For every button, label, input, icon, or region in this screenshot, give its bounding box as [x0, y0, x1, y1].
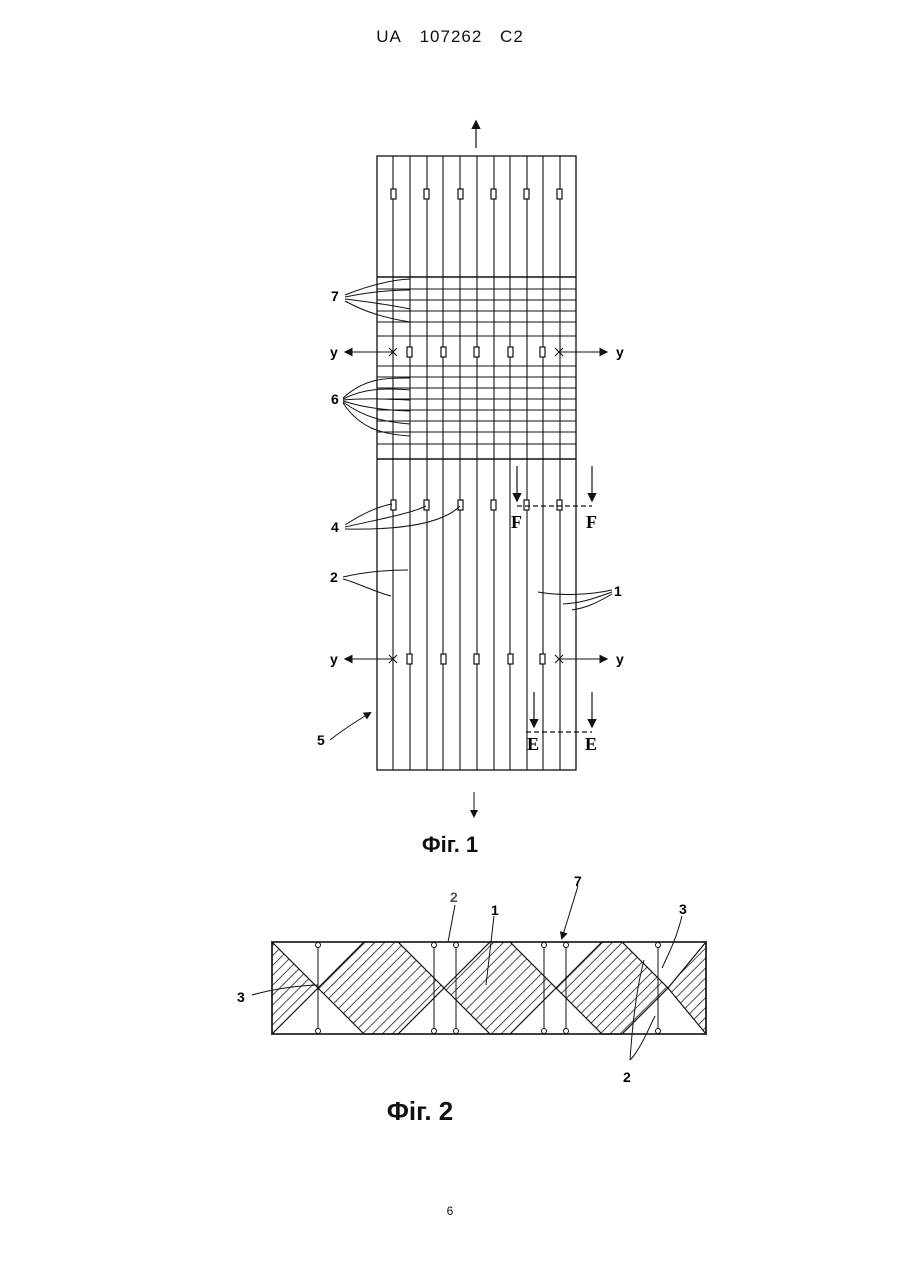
fig2-label-1: 1 — [491, 902, 499, 918]
fig2-label-3-right: 3 — [679, 901, 687, 917]
label-6: 6 — [331, 391, 339, 407]
lamella-lines — [393, 156, 560, 770]
label-4: 4 — [331, 519, 339, 535]
label-F-left: F — [511, 512, 522, 532]
label-2: 2 — [330, 569, 338, 585]
figure-1-caption: Фіг. 1 — [0, 832, 900, 858]
label-5: 5 — [317, 732, 325, 748]
fig2-label-2-bottom: 2 — [623, 1069, 631, 1085]
label-F-right: F — [586, 512, 597, 532]
label-y-upper-left: y — [330, 344, 338, 360]
section-E — [526, 692, 592, 732]
fig2-label-3-left: 3 — [237, 989, 245, 1005]
label-1: 1 — [614, 583, 622, 599]
label-E-left: E — [527, 734, 539, 754]
figure-2 — [252, 886, 706, 1060]
fig2-label-7: 7 — [574, 873, 582, 889]
label-7: 7 — [331, 288, 339, 304]
leader-lines — [330, 279, 612, 740]
label-y-lower-right: y — [616, 651, 624, 667]
label-y-upper-right: y — [616, 344, 624, 360]
fig2-label-2-top: 2 — [450, 889, 458, 905]
label-y-lower-left: y — [330, 651, 338, 667]
figure-1 — [330, 122, 612, 816]
figure-2-caption: Фіг. 2 — [0, 1096, 870, 1127]
page-number: 6 — [0, 1204, 900, 1218]
label-E-right: E — [585, 734, 597, 754]
